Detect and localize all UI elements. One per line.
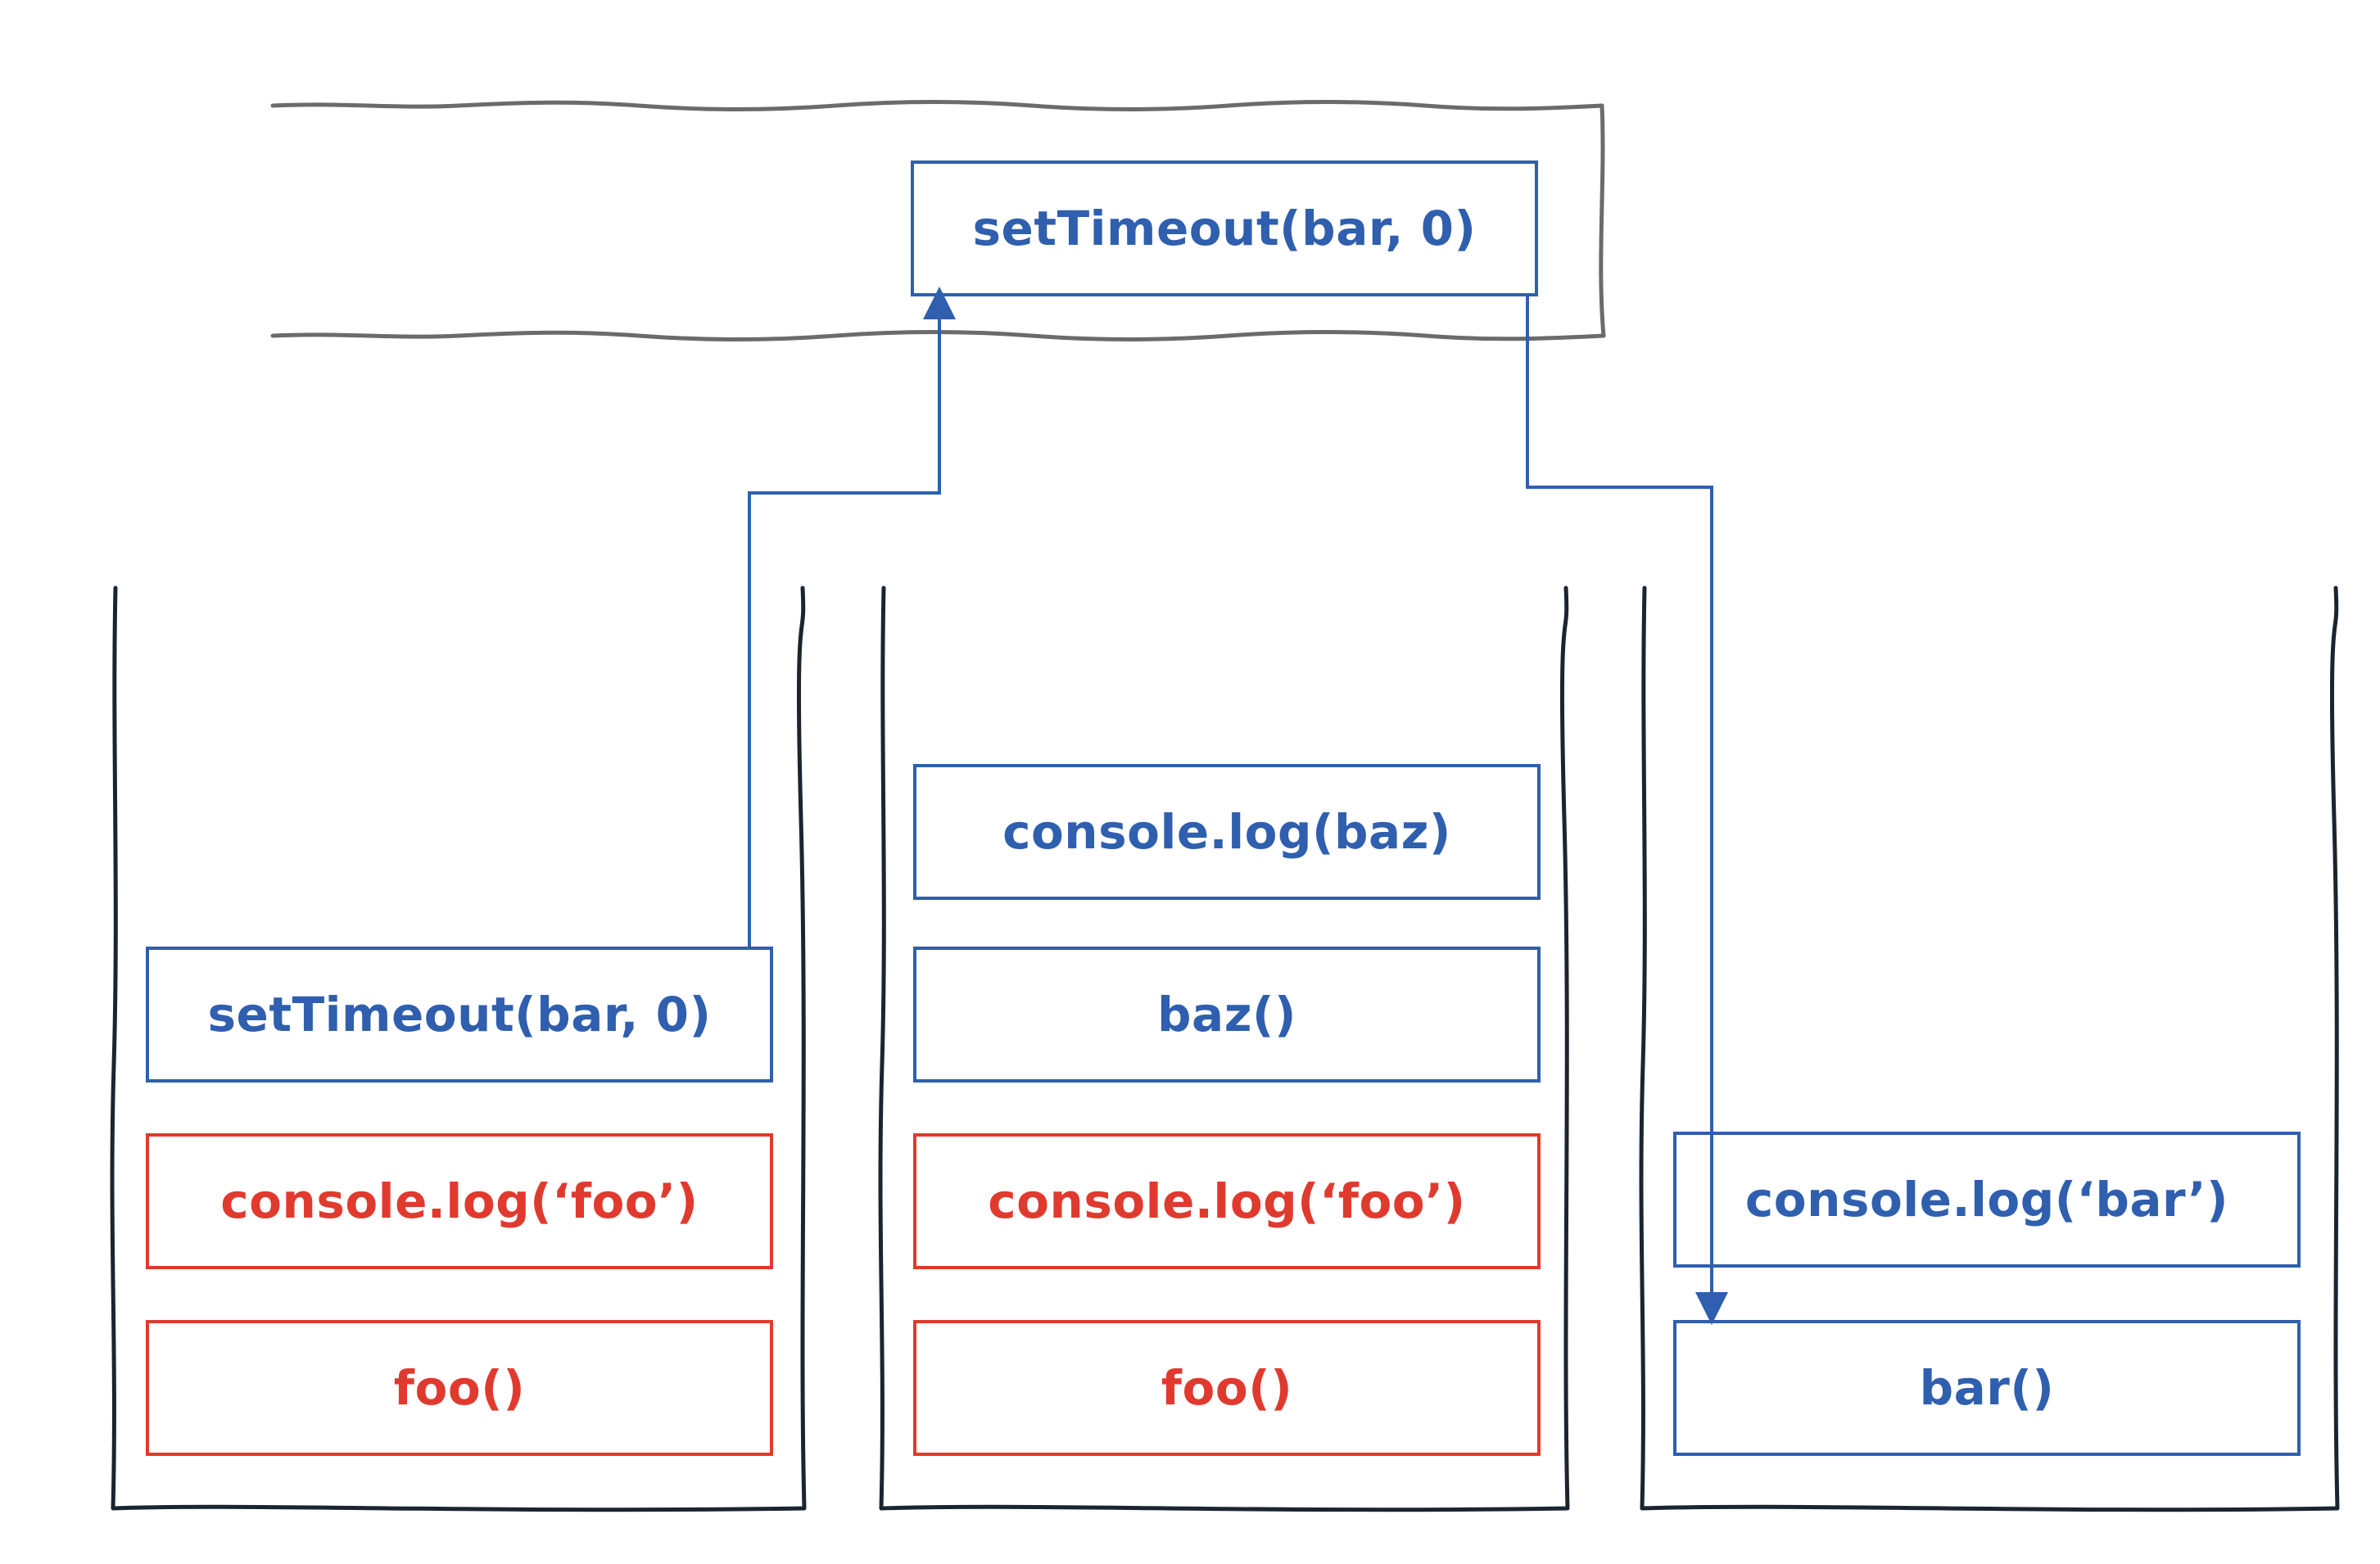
stack2-frame-label: baz()	[1157, 987, 1296, 1042]
stack-outline-1	[110, 585, 807, 1512]
stack2-frame-label: console.log(baz)	[1002, 804, 1451, 860]
webapi-region	[270, 100, 1606, 341]
webapi-settimeout-label: setTimeout(bar, 0)	[972, 201, 1477, 256]
arrow-to-webapi	[748, 287, 956, 947]
stack2-frame-label: foo()	[1161, 1360, 1293, 1416]
arrow-to-bar-frame	[1526, 296, 1728, 1325]
stack3-frame-label: console.log(‘bar’)	[1744, 1172, 2229, 1227]
stack3-frame-label: bar()	[1919, 1360, 2055, 1416]
stack2-frame-foo: foo()	[913, 1320, 1541, 1456]
stack2-frame-label: console.log(‘foo’)	[988, 1173, 1466, 1229]
stack-outline-2	[878, 585, 1570, 1512]
stack1-frame-foo: foo()	[146, 1320, 773, 1456]
stack-outline-3	[1639, 585, 2340, 1512]
stack1-frame-console-log-foo: console.log(‘foo’)	[146, 1133, 773, 1269]
stack3-frame-bar: bar()	[1673, 1320, 2301, 1456]
stack1-frame-label: console.log(‘foo’)	[220, 1173, 699, 1229]
stack1-frame-settimeout: setTimeout(bar, 0)	[146, 947, 773, 1083]
stack1-frame-label: foo()	[393, 1360, 526, 1416]
stack3-frame-console-log-bar: console.log(‘bar’)	[1673, 1132, 2301, 1268]
stack1-frame-label: setTimeout(bar, 0)	[207, 987, 712, 1042]
webapi-settimeout-box: setTimeout(bar, 0)	[911, 160, 1538, 296]
stack2-frame-console-log-foo: console.log(‘foo’)	[913, 1133, 1541, 1269]
stack2-frame-baz: baz()	[913, 947, 1541, 1083]
stack2-frame-console-log-baz: console.log(baz)	[913, 764, 1541, 900]
